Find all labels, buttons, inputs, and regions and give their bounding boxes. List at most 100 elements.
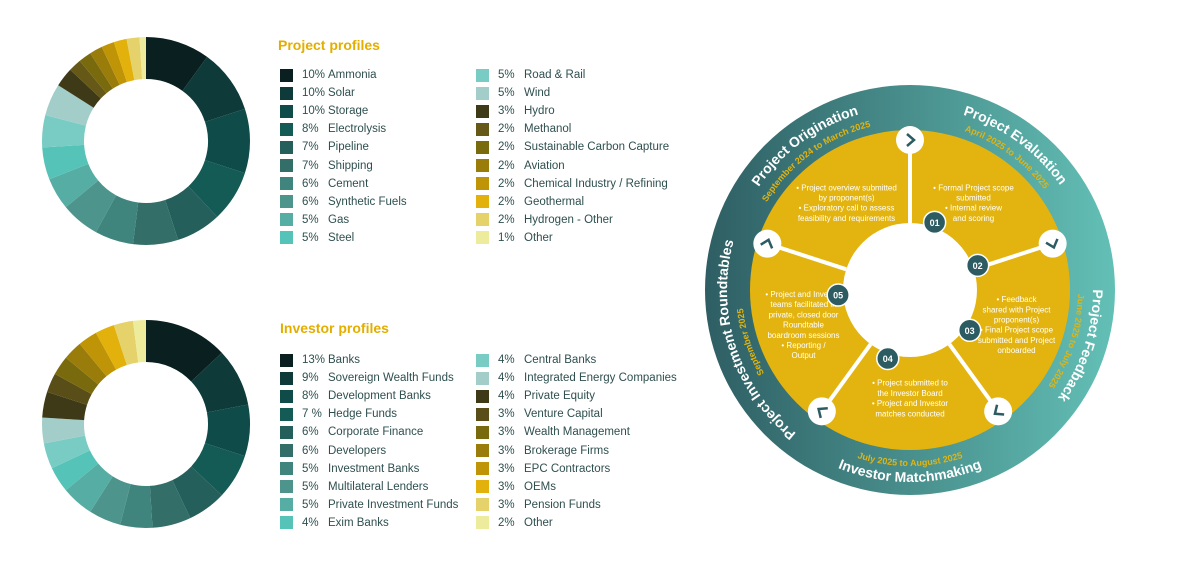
legend-percent: 2% [498,213,515,226]
investor-slice-pension-funds [113,320,139,366]
project-profiles-donut-chart [42,37,251,245]
legend-label: Road & Rail [524,69,586,82]
legend-percent: 13% [302,354,326,367]
stage-03-badge: 03 [957,318,982,343]
legend-label: Hedge Funds [328,408,398,421]
legend-label: Gas [328,213,350,226]
investor-legend-item-banks: 13%Banks [280,351,458,369]
investor-slice-exim-banks [51,450,99,491]
legend-swatch [476,425,489,439]
legend-label: Synthetic Fuels [328,195,407,208]
legend-swatch [476,462,489,476]
legend-label: Investment Banks [328,462,420,475]
project-legend-item-sustainable-carbon-capture: 2%Sustainable Carbon Capture [476,138,669,156]
legend-label: Other [524,231,553,244]
project-legend-item-gas: 5%Gas [280,211,407,229]
legend-percent: 7% [302,159,319,172]
chevron-right-icon [896,126,924,154]
project-slice-gas [49,163,99,208]
legend-label: Shipping [328,159,373,172]
legend-swatch [280,177,293,191]
project-slice-geothermal [113,38,135,83]
stage-01-badge: 01 [922,210,947,235]
legend-swatch [476,371,489,385]
legend-swatch [280,516,293,530]
investor-legend-item-central-banks: 4%Central Banks [476,351,677,369]
legend-label: Ammonia [328,69,377,82]
legend-label: Hydrogen - Other [524,213,613,226]
legend-swatch [280,353,293,367]
legend-swatch [476,177,489,191]
project-slice-steel [42,144,89,180]
project-slice-sustainable-carbon-capture [79,53,113,94]
chevron-right-icon [984,397,1013,426]
investor-slice-private-equity [42,391,88,421]
legend-label: EPC Contractors [524,462,611,475]
legend-swatch [476,498,489,512]
project-slice-hydro [58,69,101,108]
project-slice-hydrogen-other [126,37,143,81]
investor-legend-item-brokerage-firms: 3%Brokerage Firms [476,441,677,459]
legend-label: Electrolysis [328,123,387,136]
legend-swatch [476,195,489,209]
project-slice-electrolysis [188,160,245,217]
legend-swatch [280,480,293,494]
investor-slice-sovereign-wealth-funds [191,352,249,413]
legend-label: Steel [328,231,355,244]
legend-label: Venture Capital [524,408,603,421]
investor-slice-central-banks [43,435,90,469]
legend-swatch [280,195,293,209]
legend-swatch [280,371,293,385]
legend-swatch [280,425,293,439]
legend-label: Wealth Management [524,426,630,439]
legend-label: Storage [328,105,369,118]
project-profiles-title: Project profiles [278,37,380,53]
investor-slice-investment-banks [120,484,153,528]
legend-label: Solar [328,87,355,100]
legend-label: Hydro [524,105,555,118]
legend-label: Development Banks [328,390,431,403]
legend-swatch [280,389,293,403]
legend-percent: 5% [302,480,319,493]
project-legend-item-aviation: 2%Aviation [476,156,669,174]
investor-legend-item-oems: 3%OEMs [476,478,677,496]
legend-swatch [476,159,489,173]
project-legend-item-wind: 5%Wind [476,84,669,102]
project-slice-aviation [90,46,120,89]
investor-slice-epc-contractors [79,332,117,377]
investor-profiles-title: Investor profiles [280,320,389,336]
legend-percent: 3% [498,498,515,511]
legend-swatch [476,213,489,227]
investor-legend-item-exim-banks: 4%Exim Banks [280,514,458,532]
legend-swatch [280,86,293,100]
project-legend-item-other: 1%Other [476,229,669,247]
project-slice-road-rail [42,115,86,148]
svg-text:05: 05 [833,291,843,301]
legend-label: Methanol [524,123,572,136]
legend-swatch [280,122,293,136]
svg-text:03: 03 [965,326,975,336]
legend-label: Pension Funds [524,498,601,511]
legend-percent: 2% [498,516,515,529]
project-slice-storage [204,108,251,174]
investor-legend-item-private-investment-funds: 5%Private Investment Funds [280,496,458,514]
investor-slice-multilateral-lenders [90,476,131,525]
investor-legend-item-developers: 6%Developers [280,441,458,459]
legend-swatch [280,498,293,512]
legend-label: Central Banks [524,354,597,367]
legend-label: Other [524,516,553,529]
legend-percent: 5% [498,69,515,82]
investor-legend-item-corporate-finance: 6%Corporate Finance [280,423,458,441]
investor-legend-item-epc-contractors: 3%EPC Contractors [476,460,677,478]
legend-percent: 2% [498,141,515,154]
legend-percent: 9% [302,372,319,385]
legend-swatch [476,86,489,100]
project-legend-item-chemical-industry-refining: 2%Chemical Industry / Refining [476,175,669,193]
